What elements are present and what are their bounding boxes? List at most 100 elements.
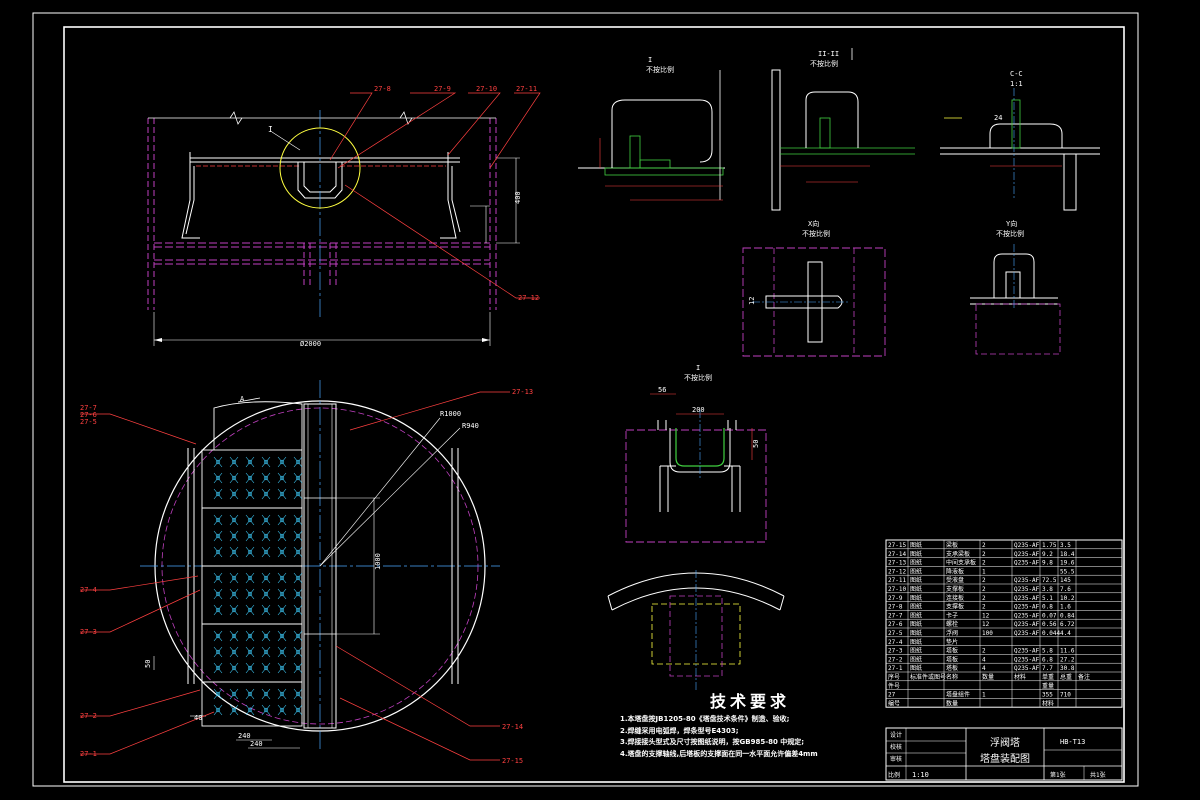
- callout-27-9: 27-9: [434, 85, 451, 93]
- valve-mark: [245, 488, 255, 500]
- valve-mark: [293, 646, 303, 658]
- valve-hole: [247, 475, 253, 481]
- bom-cell: 27-4: [888, 639, 903, 646]
- valve-mark: [229, 688, 239, 700]
- bom-cell: Q235-AF: [1014, 630, 1040, 637]
- dim-height: 400: [514, 191, 522, 204]
- bom-cell: 19.6: [1060, 560, 1075, 567]
- valve-hole: [279, 549, 285, 555]
- bom-cell: 浮阀: [946, 629, 958, 637]
- valve-hole: [247, 665, 253, 671]
- bom-cell: 图纸: [910, 611, 922, 619]
- bom-cell: 2: [982, 586, 986, 593]
- valve-mark: [245, 630, 255, 642]
- detail-view-I: [578, 70, 725, 201]
- valve-hole: [263, 633, 269, 639]
- callout-27-7: 27-7: [80, 404, 97, 412]
- dim-40: 40: [194, 714, 202, 722]
- dim-R1: R1000: [440, 410, 461, 418]
- notes-title: 技术要求: [709, 692, 790, 711]
- valve-hole: [231, 491, 237, 497]
- valve-mark: [229, 488, 239, 500]
- bom-cell: 0.07: [1042, 612, 1057, 619]
- bom-cell: 0.044: [1042, 630, 1060, 637]
- bom-cell: 塔板: [946, 647, 958, 655]
- bom-cell: 图纸: [910, 576, 922, 584]
- bom-cell: 1.6: [1060, 604, 1071, 611]
- valve-hole: [263, 533, 269, 539]
- bom-header-cell: 数量: [982, 673, 994, 681]
- valve-mark: [261, 704, 271, 716]
- valve-hole: [295, 633, 301, 639]
- valve-mark: [245, 456, 255, 468]
- tb-scale: 1:10: [912, 771, 929, 779]
- valve-mark: [213, 514, 223, 526]
- valve-hole: [247, 707, 253, 713]
- bom-cell: 27-9: [888, 595, 903, 602]
- valve-mark: [293, 604, 303, 616]
- valve-mark: [245, 530, 255, 542]
- valve-hole: [247, 459, 253, 465]
- bom-cell: 2: [982, 604, 986, 611]
- dim-inner: 1000: [374, 553, 382, 570]
- bom-cell: 图纸: [910, 664, 922, 672]
- valve-mark: [293, 546, 303, 558]
- plan-view: [80, 380, 510, 761]
- bom-cell: 72.5: [1042, 577, 1057, 584]
- valve-hole: [295, 491, 301, 497]
- bom-cell: Q235-AF: [1014, 604, 1040, 611]
- valve-hole: [279, 575, 285, 581]
- bom-cell: 图纸: [910, 559, 922, 567]
- view-CC-title: C-C: [1010, 70, 1023, 78]
- valve-mark: [213, 662, 223, 674]
- valve-mark: [245, 662, 255, 674]
- valve-mark: [261, 488, 271, 500]
- bom-header-cell: 序号: [888, 673, 900, 681]
- valve-mark: [277, 588, 287, 600]
- valve-mark: [277, 704, 287, 716]
- view-CC-subtitle: 1:1: [1010, 80, 1023, 88]
- valve-hole: [295, 475, 301, 481]
- callout-27-11: 27-11: [516, 85, 537, 93]
- bom-cell: 图纸: [910, 603, 922, 611]
- bom-cell: 垫片: [946, 638, 958, 646]
- valve-mark: [245, 604, 255, 616]
- bom-header-cell: 单重: [1042, 673, 1054, 681]
- notes-line-2: 2.焊缝采用电弧焊，焊条型号E4303;: [620, 726, 739, 735]
- valve-mark: [261, 588, 271, 600]
- dim-56: 56: [658, 386, 666, 394]
- valve-hole: [279, 665, 285, 671]
- bom-cell: 100: [982, 630, 993, 637]
- bom-cell: 图纸: [910, 594, 922, 602]
- valve-hole: [295, 459, 301, 465]
- valve-mark: [261, 662, 271, 674]
- valve-hole: [263, 691, 269, 697]
- callout-27-8: 27-8: [374, 85, 391, 93]
- valve-hole: [279, 649, 285, 655]
- valve-hole: [247, 691, 253, 697]
- valve-mark: [277, 514, 287, 526]
- valve-hole: [295, 575, 301, 581]
- bom-cell: 2: [982, 595, 986, 602]
- bom-cell: 1.75: [1042, 542, 1057, 549]
- valve-mark: [277, 572, 287, 584]
- bom-cell: 图纸: [910, 629, 922, 637]
- valve-mark: [229, 472, 239, 484]
- bom-cell: Q235-AF: [1014, 656, 1040, 663]
- bom-cell: 27-14: [888, 551, 906, 558]
- valve-hole: [295, 591, 301, 597]
- bom-cell: 9.2: [1042, 551, 1053, 558]
- valve-hole: [231, 459, 237, 465]
- valve-hole: [247, 633, 253, 639]
- tb-name-line2: 塔盘装配图: [980, 752, 1030, 765]
- valve-mark: [277, 456, 287, 468]
- callout-27-5: 27-5: [80, 418, 97, 426]
- valve-mark: [229, 630, 239, 642]
- tb-sheets: 共1张: [1090, 771, 1106, 779]
- valve-hole: [231, 607, 237, 613]
- valve-hole: [263, 665, 269, 671]
- view-II-title: II-II: [818, 50, 839, 58]
- bom-cell: 降液板: [946, 567, 964, 575]
